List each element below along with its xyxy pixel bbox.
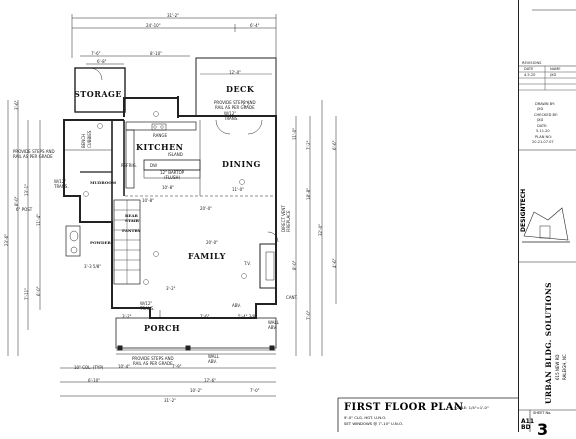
window-height-note: SET WINDOWS @ 7'-10" U.N.O.: [344, 421, 404, 426]
note-cant: CANT.: [286, 295, 298, 300]
dim-porch-post: 5'-4" 3/8": [238, 314, 258, 319]
dim-deck-width: 12'-0": [229, 70, 242, 75]
dim-right-d: 18'-8": [306, 187, 311, 200]
drawn-by-label: DRAWN BY:: [535, 102, 555, 106]
dim-top-overall: 31'-2": [167, 13, 180, 18]
company-address-line1: 615 NEW RD: [555, 354, 560, 380]
dim-bottom-f: 7'-0": [250, 388, 260, 393]
dim-family-width: 20'-0": [200, 206, 213, 211]
designtech-logo: DESIGNTECH: [520, 188, 527, 232]
dim-right-f: 4'-6": [332, 258, 337, 268]
checked-by-label: CHECKED BY:: [534, 113, 558, 117]
dim-left-total: 23'-6": [4, 233, 9, 246]
dim-bottom-a: 10'-4": [118, 364, 131, 369]
note-trans-porch: W/12" TRANS.: [140, 301, 155, 311]
dim-right-c: 6'-6": [332, 140, 337, 150]
dim-bottom-b: 7'-9": [172, 364, 182, 369]
note-cubbies: CUBBIES: [87, 130, 92, 148]
dim-bottom-c: 17'-6": [204, 378, 217, 383]
dim-left-a: 3'-6": [14, 100, 19, 110]
room-label-mudroom: MUDROOM: [90, 180, 117, 185]
dim-top-small-c: 6'-8": [97, 59, 107, 64]
ceiling-height-note: 9'-0" CLG. HGT. U.N.O.: [344, 415, 387, 420]
sheet-number-label: SHEET No.: [533, 411, 552, 415]
room-label-dining: DINING: [222, 159, 261, 169]
a11-logo-line1: A11: [521, 418, 534, 425]
dim-right-g: 7'-0": [306, 310, 311, 320]
dim-right-total: 32'-0": [318, 223, 323, 236]
note-dw: DW: [150, 163, 158, 168]
note-side-steps: PROVIDE STEPS AND RAIL AS PER GRADE: [13, 149, 55, 159]
note-abv: ABV.: [232, 303, 241, 308]
checked-by: JXD: [537, 118, 544, 122]
dim-top-right: 6'-4": [250, 23, 260, 28]
note-range: RANGE: [153, 133, 167, 138]
note-bench: BENCH: [81, 133, 86, 148]
dim-top-small-a: 7'-6": [91, 51, 101, 56]
dim-porch-width: 3'-2": [122, 314, 132, 319]
room-label-family: FAMILY: [188, 251, 226, 261]
note-deck-steps: PROVIDE STEPS AND RAIL AS PER GRADE: [214, 100, 256, 110]
dim-right-b: 7'-2": [306, 140, 311, 150]
dim-bottom-overall: 31'-2": [164, 398, 177, 403]
a11-logo: A11 BD: [521, 419, 534, 431]
note-trans-side: W/12" TRANS.: [54, 179, 69, 189]
dim-left-f: 6'-0": [36, 286, 41, 296]
note-wall-abv-front: WALL ABV.: [208, 354, 219, 364]
scale-note: SCALE: 1/4"=1'-0": [454, 405, 489, 410]
dim-left-c: 13'-1": [24, 183, 29, 196]
date-value: 5.11.20: [536, 129, 550, 133]
dim-top-left: 24'-10": [146, 23, 161, 28]
sheet-title: FIRST FLOOR PLAN: [344, 402, 464, 413]
note-bartop: 12" BARTOP (FLUSH): [160, 170, 185, 180]
note-porch-steps: PROVIDE STEPS AND RAIL AS PER GRADE: [132, 356, 174, 366]
date-label: DATE:: [537, 124, 548, 128]
note-col-typ: 10" COL. (TYP): [74, 365, 104, 370]
company-name: URBAN BLDG. SOLUTIONS: [544, 282, 553, 404]
dim-left-e: 7'-11": [24, 287, 29, 300]
note-refrig: REFRIG.: [121, 163, 137, 168]
room-label-porch: PORCH: [144, 323, 181, 333]
dim-bottom-d: 6'-10": [88, 378, 101, 383]
room-label-kitchen: KITCHEN: [136, 142, 184, 152]
dim-bottom-e: 10'-2": [190, 388, 203, 393]
note-wall-abv-rear: WALL ABV.: [268, 320, 279, 330]
note-direct-vent: DIRECT VENT FIREPLACE: [281, 205, 291, 232]
dim-mid-b: 7'-6": [200, 314, 210, 319]
dim-left-d: 11'-4": [36, 213, 41, 226]
room-label-powder: POWDER: [90, 240, 111, 245]
room-label-rear-stair: REAR STAIR: [125, 213, 139, 223]
note-door-deck: W/12" TRANS.: [224, 111, 239, 121]
dim-mid-a: 3'-2": [166, 286, 176, 291]
revision-date-header: DATE: [524, 67, 534, 71]
revision-name: JXD: [550, 73, 557, 77]
note-tv: T.V.: [244, 261, 251, 266]
room-label-pantry: PANTRY: [122, 228, 141, 233]
note-6-post: 6" POST: [16, 207, 33, 212]
plan-no-label: PLAN NO:: [535, 135, 553, 139]
dim-left-b: 8'-0": [14, 196, 19, 206]
revision-date: 4.5.20: [524, 73, 536, 77]
dim-kitchen-width: 10'-8": [162, 185, 175, 190]
dim-right-a: 11'-0": [292, 127, 297, 140]
dim-right-e: 8'-0": [292, 260, 297, 270]
sheet-number: 3: [537, 420, 549, 439]
note-island: ISLAND: [168, 152, 183, 157]
a11-logo-line2: BD: [521, 424, 531, 431]
plan-no: 20.21.07.07: [532, 140, 554, 144]
drawn-by: JXD: [537, 107, 544, 111]
revision-name-header: NAME: [550, 67, 561, 71]
company-address-line2: RALEIGH, NC: [562, 354, 567, 380]
dim-stair: 3'-3 5/8": [84, 264, 102, 269]
dim-dining-width: 11'-0": [232, 187, 245, 192]
room-label-storage: STORAGE: [74, 89, 122, 99]
revisions-label: REVISIONS: [522, 61, 542, 65]
title-block: [518, 0, 576, 432]
dim-top-small-b: 8'-10": [150, 51, 163, 56]
dim-bar-width: 10'-8": [142, 198, 155, 203]
dim-porch-depth: 20'-0": [206, 240, 219, 245]
room-label-deck: DECK: [226, 84, 255, 94]
